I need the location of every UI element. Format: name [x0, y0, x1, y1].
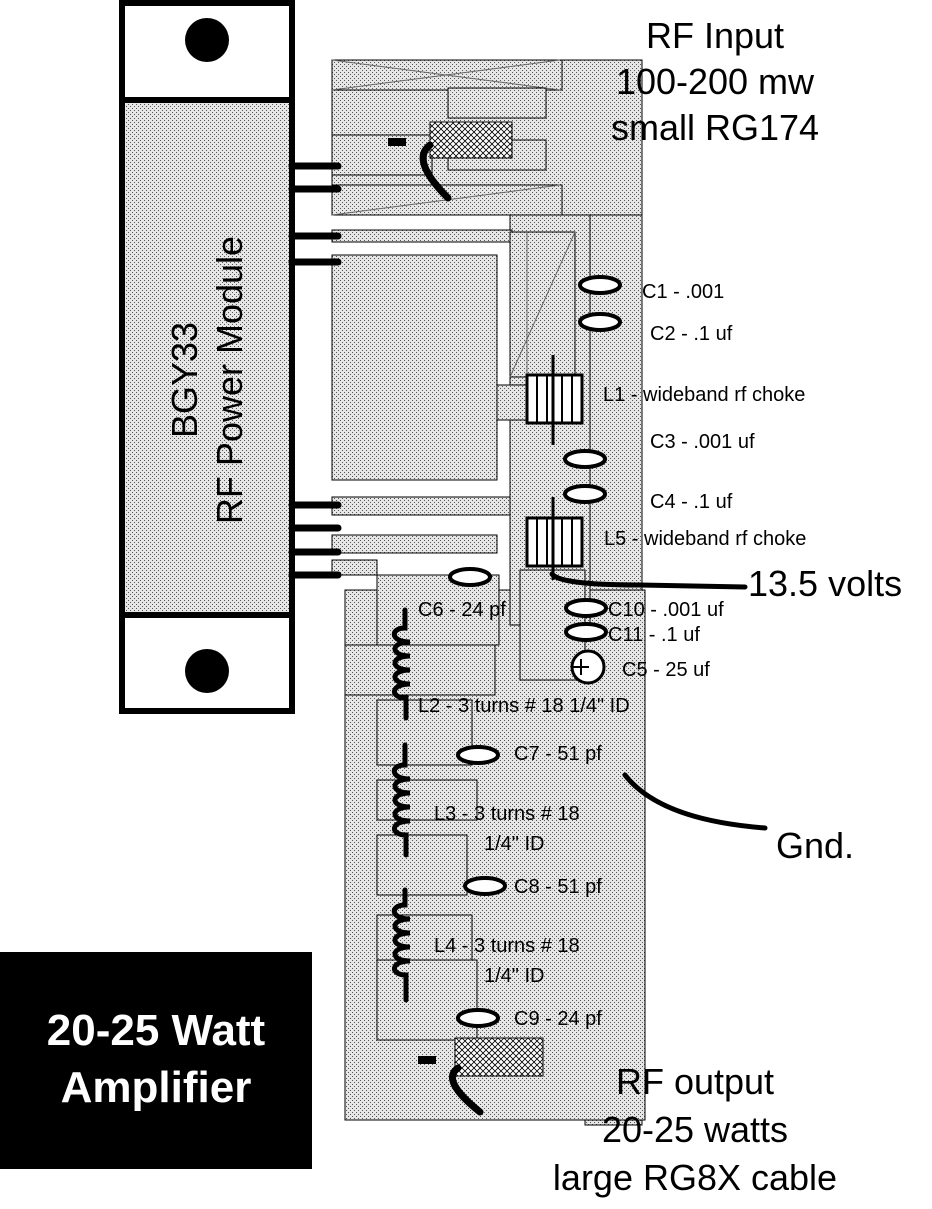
rf-input-coax	[388, 121, 513, 202]
title-line2: Amplifier	[60, 1063, 252, 1113]
label-c11: C11 - .1 uf	[608, 624, 700, 646]
rf-output-title: RF output	[615, 1061, 775, 1102]
label-c2: C2 - .1 uf	[650, 323, 733, 345]
capacitor-c3	[563, 449, 607, 469]
capacitor-c5	[570, 649, 606, 685]
rf-input-power: 100-200 mw	[615, 61, 815, 102]
title-line1: 20-25 Watt	[46, 1006, 266, 1055]
capacitor-c10	[564, 598, 608, 618]
rf-output-cable: large RG8X cable	[552, 1157, 838, 1198]
capacitors	[448, 275, 622, 1028]
rf-output-coax	[418, 1037, 544, 1116]
capacitor-c6	[448, 567, 492, 587]
rf-input-cable: small RG174	[610, 107, 820, 148]
rf-input-label: RF Input 100-200 mw small RG174	[585, 18, 845, 146]
rf-output-power: 20-25 watts	[601, 1109, 789, 1150]
label-l2: L2 - 3 turns # 18 1/4" ID	[418, 695, 630, 717]
label-l1: L1 - wideband rf choke	[603, 384, 806, 406]
title-box: 20-25 Watt Amplifier	[0, 952, 312, 1169]
mounting-hole-top	[185, 18, 229, 62]
capacitor-c1	[578, 275, 622, 295]
label-c3: C3 - .001 uf	[650, 431, 755, 453]
bgy33-module	[119, 0, 295, 714]
external-wires	[549, 571, 768, 831]
rf-input-title: RF Input	[645, 15, 785, 56]
supply-voltage-label: 13.5 volts	[748, 563, 903, 604]
coil-l4	[391, 887, 411, 1003]
capacitor-c7	[456, 745, 500, 765]
label-c8: C8 - 51 pf	[514, 876, 602, 898]
label-c10: C10 - .001 uf	[608, 599, 724, 621]
label-l3-line2: 1/4" ID	[484, 833, 545, 855]
capacitor-c4	[563, 484, 607, 504]
label-c1: C1 - .001	[642, 281, 725, 303]
supply-wire	[549, 571, 748, 590]
coils	[391, 607, 411, 1003]
capacitor-c8	[463, 876, 507, 896]
module-description: RF Power Module	[209, 235, 250, 525]
label-l3-line1: L3 - 3 turns # 18	[434, 803, 580, 825]
label-c5: C5 - 25 uf	[622, 659, 710, 681]
pcb-traces	[331, 59, 586, 1041]
label-c4: C4 - .1 uf	[650, 491, 733, 513]
coil-l3	[391, 742, 411, 858]
rf-output-label: RF output 20-25 watts large RG8X cable	[520, 1064, 870, 1196]
choke-l5	[525, 497, 584, 580]
label-l4-line1: L4 - 3 turns # 18	[434, 935, 580, 957]
label-c6: C6 - 24 pf	[418, 599, 506, 621]
label-l5: L5 - wideband rf choke	[604, 528, 807, 550]
label-l4-line2: 1/4" ID	[484, 965, 545, 987]
module-pins	[288, 162, 342, 579]
mounting-hole-bottom	[185, 649, 229, 693]
rf-chokes	[525, 355, 584, 580]
module-label: BGY33 RF Power Module	[162, 230, 252, 530]
label-c7: C7 - 51 pf	[514, 743, 602, 765]
ground-label: Gnd.	[776, 825, 855, 866]
coil-l2	[391, 607, 411, 721]
choke-l1	[525, 355, 584, 445]
ground-wire	[622, 772, 768, 831]
module-part-number: BGY33	[164, 321, 205, 439]
capacitor-c9	[456, 1008, 500, 1028]
capacitor-c2	[578, 312, 622, 332]
capacitor-c11	[564, 622, 608, 642]
label-c9: C9 - 24 pf	[514, 1008, 602, 1030]
